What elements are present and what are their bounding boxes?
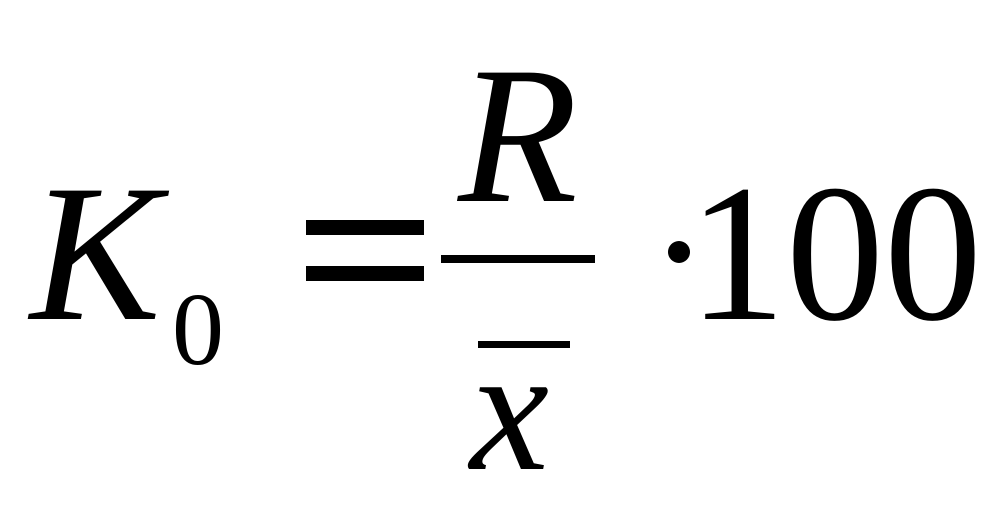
equals-sign-bottom-stroke	[306, 266, 424, 281]
subscript-zero: 0	[172, 272, 224, 387]
fraction-denominator: x	[470, 310, 550, 508]
variable-k: K	[30, 145, 161, 362]
equals-sign-top-stroke	[306, 220, 424, 235]
multiplier-number: 100	[688, 145, 982, 362]
fraction-bar	[441, 255, 595, 263]
mean-overbar	[478, 341, 570, 348]
fraction-numerator: R	[458, 27, 578, 244]
multiplication-dot	[668, 241, 690, 263]
